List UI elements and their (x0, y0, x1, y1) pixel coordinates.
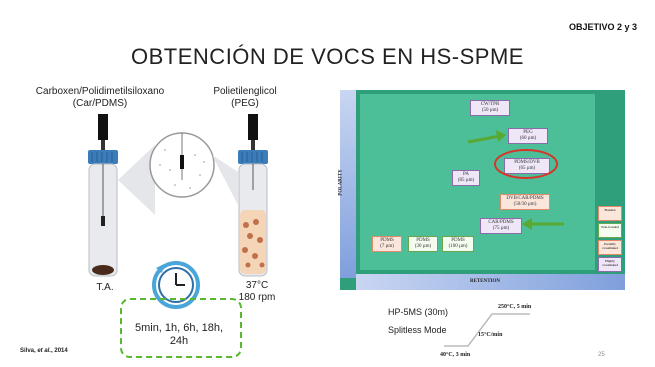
fiber-box-cwtpr: CW/TPR(50 µm) (470, 100, 510, 116)
legend-nonbonded: Non-bonded (598, 223, 622, 238)
left-fiber-caption: Carboxen/Polidimetilsiloxano (Car/PDMS) (20, 86, 180, 110)
retention-axis-bar (356, 274, 625, 290)
fiber-box-dvbcarpdms: DVB/CAR/PDMS(50/30 µm) (500, 194, 550, 210)
left-sample (92, 265, 114, 275)
fiber-box-pdmsdvb: PDMS/DVB(65 µm) (504, 158, 550, 174)
legend-highly: Highly crosslinked (598, 257, 622, 272)
gc-ramp: 15°C/min (478, 332, 503, 338)
gc-mode: Splitless Mode (388, 325, 447, 335)
temperature-program-graph (444, 313, 530, 347)
page-number: 25 (598, 352, 605, 358)
right-fiber-name: Polietilenglicol (213, 86, 277, 97)
legend-partial: Partially crosslinked (598, 240, 622, 255)
right-condition-speed: 180 rpm (238, 292, 276, 303)
time-points-line2: 24h (169, 335, 189, 347)
gc-temp-initial: 40°C, 3 min (440, 352, 471, 358)
vials-illustration (88, 114, 268, 277)
fiber-box-carpdms: CAR/PDMS(75 µm) (480, 218, 522, 234)
right-vial-cap (238, 150, 268, 164)
right-syringe-holder (248, 114, 258, 140)
left-fiber-abbrev: (Car/PDMS) (72, 98, 128, 109)
left-condition: T.A. (96, 282, 114, 293)
clock-icon (152, 261, 200, 309)
right-fiber-caption: Polietilenglicol (PEG) (200, 86, 290, 110)
left-syringe-holder (98, 114, 108, 140)
legend-bonded: Bonded (598, 206, 622, 221)
left-fiber-name: Carboxen/Polidimetilsiloxano (35, 86, 165, 97)
fiber-chart: POLARITY RETENTION CW/TPR(50 µm) PEG(60 … (339, 90, 625, 290)
fiber-box-pa: PA(85 µm) (452, 170, 480, 186)
right-condition: 37°C 180 rpm (232, 280, 282, 304)
fiber-box-peg: PEG(60 µm) (508, 128, 548, 144)
gc-column: HP-5MS (30m) (388, 307, 449, 317)
gc-temp-final: 250°C, 5 min (498, 304, 532, 310)
polarity-axis-bar (340, 90, 356, 278)
fiber-box-pdms100: PDMS(100 µm) (442, 236, 474, 252)
arrow-peg (467, 134, 501, 144)
chart-annotations (467, 130, 564, 230)
slide-title: OBTENCIÓN DE VOCS EN HS-SPME (131, 44, 524, 69)
fiber-legend: Bonded Non-bonded Partially crosslinked … (598, 206, 622, 274)
fiber-box-pdms7: PDMS(7 µm) (372, 236, 402, 252)
objective-label: OBJETIVO 2 y 3 (568, 22, 637, 32)
right-fiber-abbrev: (PEG) (231, 98, 259, 109)
left-vial-cap (88, 150, 118, 164)
time-points: 5min, 1h, 6h, 18h, 24h (120, 322, 238, 348)
fiber-box-pdms30: PDMS(30 µm) (408, 236, 438, 252)
highlight-circle (494, 149, 558, 179)
x-axis-label: RETENTION (470, 279, 501, 284)
right-condition-temp: 37°C (245, 280, 269, 291)
citation: Silva, et al., 2014 (20, 348, 68, 354)
time-points-box (120, 298, 242, 358)
time-points-line1: 5min, 1h, 6h, 18h, (134, 322, 224, 334)
